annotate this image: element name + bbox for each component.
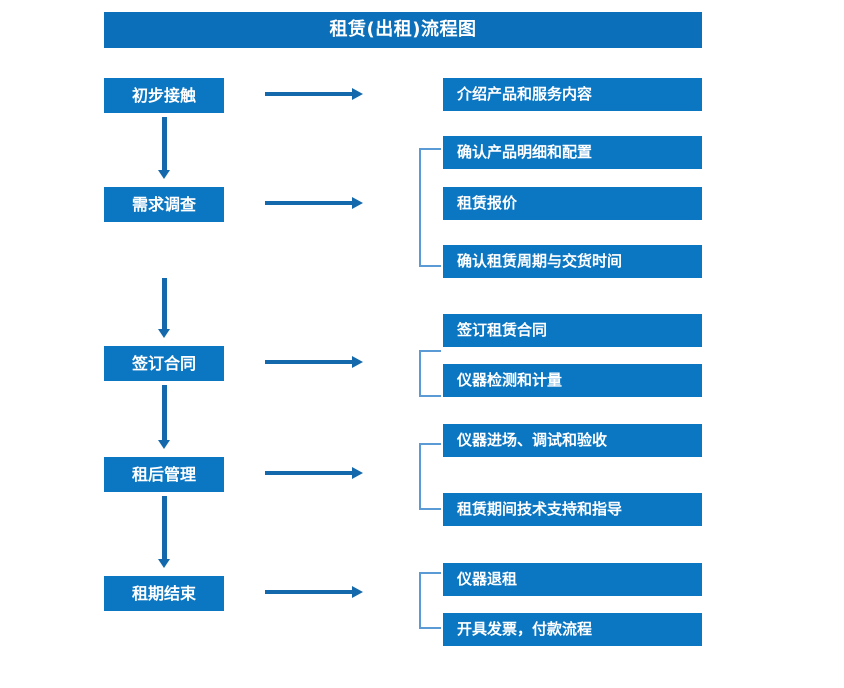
stage-label: 签订合同: [131, 353, 196, 373]
diagram-title: 租赁(出租)流程图: [329, 19, 477, 40]
stage-label: 租期结束: [131, 583, 196, 603]
detail-box-1-1[interactable]: 介绍产品和服务内容: [443, 78, 702, 111]
arrow-head-icon: [352, 88, 363, 100]
arrow-shaft: [265, 201, 353, 205]
arrow-head-icon: [352, 197, 363, 209]
detail-box-3-2[interactable]: 仪器检测和计量: [443, 364, 702, 397]
arrow-shaft: [162, 496, 167, 559]
right-arrow-4: [265, 467, 363, 479]
detail-label: 开具发票，付款流程: [457, 620, 593, 638]
detail-box-3-1[interactable]: 签订租赁合同: [443, 314, 702, 347]
detail-box-2-2[interactable]: 租赁报价: [443, 187, 702, 220]
detail-box-5-2[interactable]: 开具发票，付款流程: [443, 613, 702, 646]
arrow-head-icon: [158, 170, 170, 179]
down-arrow-2: [158, 278, 170, 338]
arrow-head-icon: [352, 356, 363, 368]
detail-label: 仪器进场、调试和验收: [457, 431, 608, 449]
stage-box-5[interactable]: 租期结束: [104, 576, 224, 611]
diagram-title-bar: 租赁(出租)流程图: [104, 12, 702, 48]
arrow-head-icon: [158, 559, 170, 568]
right-arrow-1: [265, 88, 363, 100]
right-arrow-2: [265, 197, 363, 209]
detail-label: 签订租赁合同: [457, 321, 548, 339]
group-bracket-5: [419, 572, 441, 629]
right-arrow-5: [265, 586, 363, 598]
detail-label: 租赁期间技术支持和指导: [457, 500, 623, 518]
detail-label: 仪器退租: [457, 570, 518, 588]
arrow-shaft: [162, 278, 167, 329]
right-arrow-3: [265, 356, 363, 368]
down-arrow-3: [158, 385, 170, 449]
stage-label: 需求调查: [131, 194, 196, 214]
detail-label: 确认产品明细和配置: [457, 143, 593, 161]
detail-box-5-1[interactable]: 仪器退租: [443, 563, 702, 596]
arrow-shaft: [162, 385, 167, 440]
arrow-head-icon: [352, 586, 363, 598]
arrow-shaft: [265, 590, 353, 594]
detail-box-4-2[interactable]: 租赁期间技术支持和指导: [443, 493, 702, 526]
detail-label: 介绍产品和服务内容: [457, 85, 593, 103]
detail-label: 确认租赁周期与交货时间: [457, 252, 623, 270]
arrow-head-icon: [158, 440, 170, 449]
arrow-shaft: [265, 471, 353, 475]
stage-box-3[interactable]: 签订合同: [104, 346, 224, 381]
stage-box-2[interactable]: 需求调查: [104, 187, 224, 222]
detail-box-2-3[interactable]: 确认租赁周期与交货时间: [443, 245, 702, 278]
stage-label: 租后管理: [131, 464, 196, 484]
arrow-shaft: [265, 360, 353, 364]
group-bracket-2: [419, 148, 441, 267]
detail-box-4-1[interactable]: 仪器进场、调试和验收: [443, 424, 702, 457]
detail-label: 仪器检测和计量: [457, 371, 563, 389]
arrow-shaft: [162, 117, 167, 170]
arrow-head-icon: [158, 329, 170, 338]
down-arrow-4: [158, 496, 170, 568]
arrow-head-icon: [352, 467, 363, 479]
group-bracket-4: [419, 443, 441, 510]
group-bracket-3: [419, 350, 441, 397]
detail-label: 租赁报价: [457, 194, 518, 212]
stage-box-1[interactable]: 初步接触: [104, 78, 224, 113]
stage-box-4[interactable]: 租后管理: [104, 457, 224, 492]
down-arrow-1: [158, 117, 170, 179]
stage-label: 初步接触: [131, 85, 196, 105]
arrow-shaft: [265, 92, 353, 96]
detail-box-2-1[interactable]: 确认产品明细和配置: [443, 136, 702, 169]
